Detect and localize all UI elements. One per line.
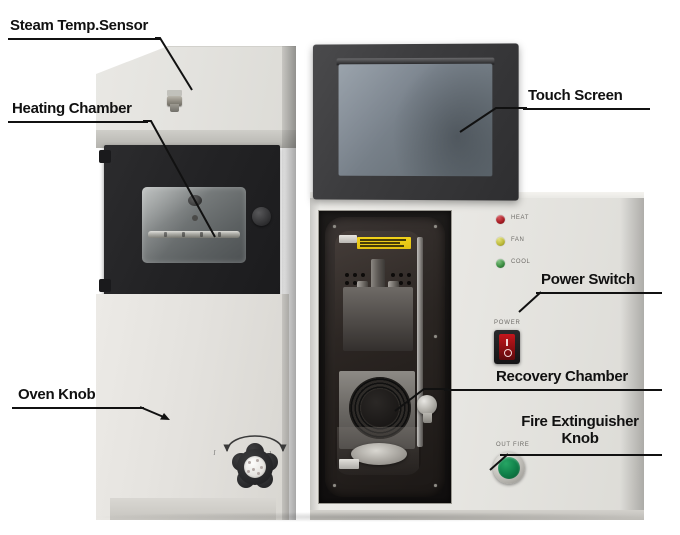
recovery-door-handle-stem bbox=[423, 413, 432, 423]
callout-label-fire-line1: Fire Extinguisher bbox=[521, 413, 639, 430]
fire-button-cap bbox=[498, 457, 520, 479]
chamber-fitting bbox=[192, 215, 198, 221]
callout-rule-touch-screen bbox=[523, 108, 650, 110]
callout-label-fire-extinguisher-knob: Fire Extinguisher Knob bbox=[505, 413, 655, 448]
ground-shadow bbox=[96, 512, 644, 522]
heat-led-icon bbox=[496, 215, 505, 224]
power-switch-label: POWER bbox=[494, 320, 521, 326]
console-left-edge bbox=[310, 198, 320, 520]
door-glass-edge bbox=[417, 237, 423, 447]
power-on-marking bbox=[506, 339, 508, 346]
fan-indicator: FAN bbox=[496, 236, 566, 248]
cool-indicator-label: COOL bbox=[511, 259, 531, 265]
right-console-module: HEAT FAN COOL POWER OUT FIRE bbox=[296, 43, 644, 520]
receiver-dish bbox=[351, 443, 407, 465]
console-base bbox=[310, 510, 644, 520]
callout-label-oven-knob: Oven Knob bbox=[18, 386, 96, 403]
callout-label-heating-chamber: Heating Chamber bbox=[12, 100, 132, 117]
callout-label-power-switch: Power Switch bbox=[541, 271, 635, 288]
sensor-tag bbox=[167, 90, 182, 96]
heat-indicator-label: HEAT bbox=[511, 215, 529, 221]
chamber-support-rod bbox=[148, 231, 240, 238]
callout-rule-steam-temp-sensor bbox=[8, 38, 160, 40]
recovery-door-handle[interactable] bbox=[417, 395, 437, 415]
recovery-chamber-opening bbox=[318, 210, 452, 504]
callout-leader-touch-screen bbox=[459, 107, 527, 133]
recovery-chamber-door[interactable] bbox=[325, 217, 445, 497]
door-hinge-bottom bbox=[99, 279, 111, 292]
callout-label-recovery-chamber: Recovery Chamber bbox=[496, 368, 628, 385]
heat-indicator: HEAT bbox=[496, 214, 566, 226]
console-right-edge bbox=[620, 198, 644, 520]
fire-extinguisher-knob[interactable] bbox=[493, 452, 525, 484]
heating-chamber-door-knob[interactable] bbox=[252, 207, 271, 226]
callout-leader-steam-temp-sensor bbox=[155, 37, 193, 91]
left-cabinet-base bbox=[110, 498, 276, 520]
power-off-marking bbox=[504, 349, 512, 357]
knob-tick-left: ʃ bbox=[214, 450, 216, 456]
callout-rule-oven-knob bbox=[12, 407, 144, 409]
callout-leader-heating-chamber bbox=[143, 120, 216, 238]
callout-rule-power-switch bbox=[536, 292, 662, 294]
yellow-warning-label bbox=[357, 237, 411, 249]
fan-hub bbox=[361, 389, 399, 427]
callout-label-fire-line2: Knob bbox=[561, 429, 599, 447]
door-hinge-top bbox=[99, 150, 111, 163]
fan-led-icon bbox=[496, 237, 505, 246]
sensor-cap bbox=[170, 104, 179, 112]
fire-button-label: OUT FIRE bbox=[496, 442, 530, 448]
callout-leader-power-switch bbox=[518, 291, 542, 313]
control-column: HEAT FAN COOL POWER OUT FIRE bbox=[486, 214, 596, 504]
cool-led-icon bbox=[496, 259, 505, 268]
sample-holder-mechanism bbox=[343, 257, 413, 361]
fan-indicator-label: FAN bbox=[511, 237, 525, 243]
oven-knob-face bbox=[244, 456, 266, 478]
power-switch[interactable] bbox=[494, 330, 520, 364]
cool-indicator: COOL bbox=[496, 258, 566, 270]
left-module-right-edge bbox=[282, 46, 296, 520]
sensor-hex-nut bbox=[167, 96, 182, 106]
chamber-top-clip bbox=[339, 235, 357, 243]
callout-leader-recovery-chamber bbox=[394, 388, 448, 412]
power-rocker[interactable] bbox=[499, 334, 515, 360]
callout-leader-fire-extinguisher-knob bbox=[489, 453, 509, 471]
callout-rule-recovery-chamber bbox=[444, 389, 662, 391]
callout-rule-heating-chamber bbox=[8, 121, 148, 123]
cooling-fan-unit bbox=[339, 371, 415, 449]
recovery-chamber-window bbox=[335, 231, 421, 475]
callout-label-steam-temp-sensor: Steam Temp.Sensor bbox=[10, 17, 149, 34]
steam-temp-sensor-fitting[interactable] bbox=[166, 90, 183, 112]
callout-leader-oven-knob bbox=[139, 406, 170, 420]
callout-label-touch-screen: Touch Screen bbox=[528, 87, 623, 104]
chamber-bottom-clip bbox=[339, 459, 359, 469]
rotation-arrow-icon bbox=[223, 435, 287, 452]
oven-knob-group: ʃ ʅ bbox=[208, 424, 292, 488]
oven-knob[interactable] bbox=[232, 443, 278, 488]
callout-rule-fire-extinguisher-knob bbox=[500, 454, 662, 456]
mechanism-plate bbox=[343, 287, 413, 351]
left-module-mid-band bbox=[96, 130, 296, 148]
